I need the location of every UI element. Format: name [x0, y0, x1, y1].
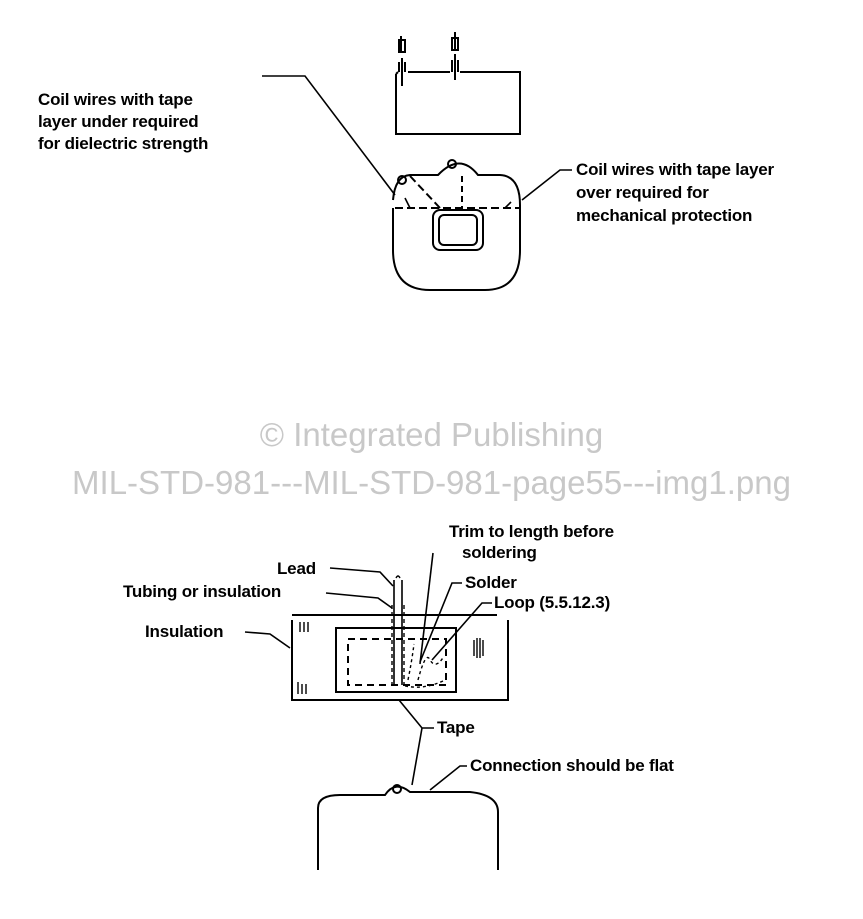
label-solder: Solder — [465, 573, 517, 592]
label-coil-wires-under-line2: layer under required — [38, 112, 199, 131]
label-lead: Lead — [277, 559, 316, 578]
label-tubing: Tubing or insulation — [123, 582, 282, 601]
label-insulation: Insulation — [145, 622, 224, 641]
label-connection-flat: Connection should be flat — [470, 756, 674, 775]
leader-lines-bottom — [244, 552, 492, 791]
connection-side-view — [317, 784, 499, 870]
watermark-publisher: © Integrated Publishing — [259, 416, 604, 453]
insulation-strip — [291, 614, 509, 701]
coil-bobbin — [392, 159, 521, 291]
watermark-filename: MIL-STD-981---MIL-STD-981-page55---img1.… — [72, 464, 791, 501]
label-coil-wires-over-line2: over required for — [576, 183, 709, 202]
label-loop: Loop (5.5.12.3) — [494, 593, 611, 612]
label-coil-wires-under-line3: for dielectric strength — [38, 134, 209, 153]
lead-wire — [391, 575, 446, 688]
label-coil-wires-over-line3: mechanical protection — [576, 206, 753, 225]
label-coil-wires-over-line1: Coil wires with tape layer — [576, 160, 774, 179]
label-trim-line2: soldering — [462, 543, 537, 562]
label-coil-wires-under-line1: Coil wires with tape — [38, 90, 193, 109]
label-tape: Tape — [437, 718, 475, 737]
label-trim-line1: Trim to length before — [449, 522, 614, 541]
coil-component-top-view — [395, 32, 521, 135]
leader-lines-top — [262, 75, 572, 209]
